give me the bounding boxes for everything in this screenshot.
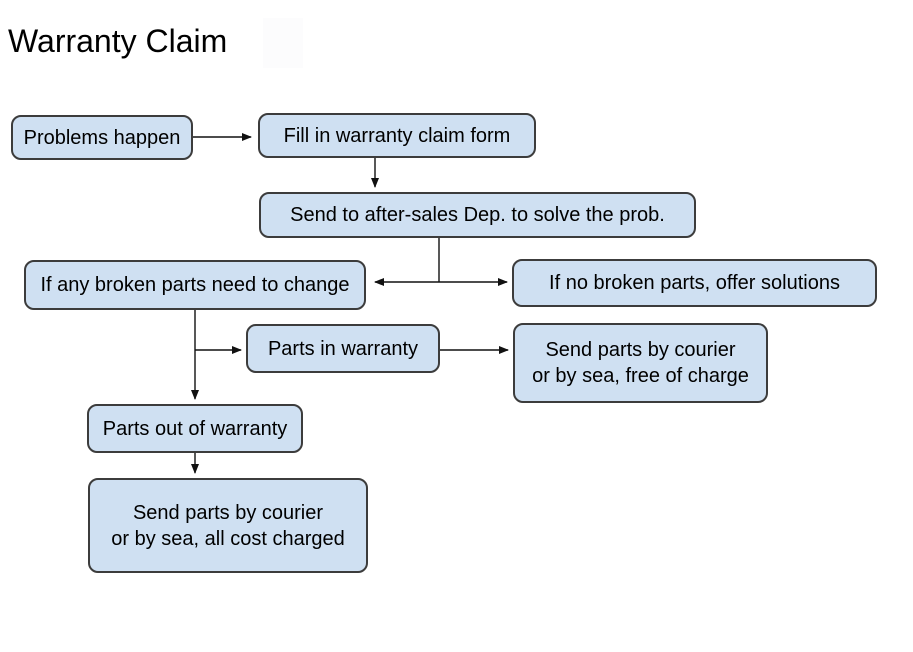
faint-placeholder-rectangle — [263, 18, 303, 68]
page-title: Warranty Claim — [8, 23, 228, 59]
node-send-after-sales: Send to after-sales Dep. to solve the pr… — [259, 192, 696, 238]
node-broken-parts: If any broken parts need to change — [24, 260, 366, 310]
node-parts-in-warranty: Parts in warranty — [246, 324, 440, 373]
node-no-broken-parts: If no broken parts, offer solutions — [512, 259, 877, 307]
node-parts-out-of-warranty: Parts out of warranty — [87, 404, 303, 453]
node-problems-happen: Problems happen — [11, 115, 193, 160]
node-fill-claim-form: Fill in warranty claim form — [258, 113, 536, 158]
node-send-free-of-charge: Send parts by courier or by sea, free of… — [513, 323, 768, 403]
node-send-all-cost-charged: Send parts by courier or by sea, all cos… — [88, 478, 368, 573]
